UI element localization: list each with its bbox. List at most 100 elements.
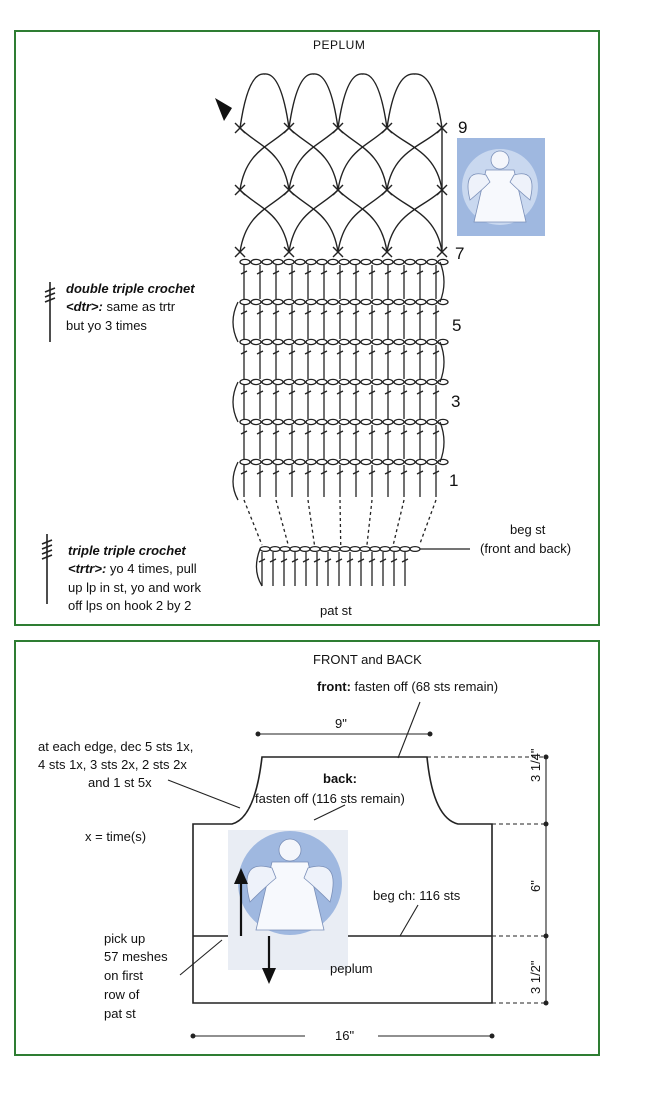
post-stitch-bar xyxy=(336,470,344,475)
trtr-definition-line-2: up lp in st, yo and work xyxy=(68,580,201,595)
chain-stitch xyxy=(404,378,416,386)
trtr-definition-line-3: off lps on hook 2 by 2 xyxy=(68,598,192,613)
post-stitch-bar xyxy=(400,390,408,395)
dashed-leader xyxy=(418,499,437,546)
top-arch xyxy=(337,73,388,129)
trtr-definition-line-1: <trtr>: yo 4 times, pull xyxy=(68,561,197,576)
chain-stitch xyxy=(360,418,372,426)
post-stitch-bar xyxy=(304,270,312,275)
stitch-symbol-icons xyxy=(41,282,56,604)
chain-stitch xyxy=(250,418,262,426)
chain-stitch xyxy=(239,418,251,426)
foundation-post-bar xyxy=(258,558,266,563)
cross-stitch-mark xyxy=(332,122,344,134)
width-top-label: 9" xyxy=(335,716,347,731)
chain-stitch xyxy=(327,258,339,266)
mesh-chain-arc xyxy=(337,127,388,191)
chain-stitch xyxy=(250,338,262,346)
post-stitch-bar xyxy=(256,470,264,475)
chain-stitch xyxy=(316,258,328,266)
post-stitch-bar xyxy=(384,270,392,275)
row-label-9: 9 xyxy=(458,118,468,137)
foundation-row xyxy=(255,545,421,587)
chain-stitch xyxy=(261,258,273,266)
dtr-symbol-icon-bar xyxy=(44,297,56,303)
cross-stitch-mark xyxy=(283,184,295,196)
foundation-post-bar xyxy=(302,558,310,563)
mesh-chain-arc xyxy=(337,127,388,191)
cross-stitch-mark xyxy=(283,246,295,258)
turning-chain xyxy=(439,261,445,303)
chain-stitch xyxy=(316,378,328,386)
chain-stitch xyxy=(305,458,317,466)
chain-stitch xyxy=(382,298,394,306)
post-stitch-bar xyxy=(288,270,296,275)
chain-stitch xyxy=(305,338,317,346)
post-stitch-bar xyxy=(320,390,328,395)
foundation-post-bar xyxy=(401,558,409,563)
chain-stitch xyxy=(426,258,438,266)
chain-stitch xyxy=(437,378,449,386)
dtr-symbol-icon-bar xyxy=(44,292,56,298)
post-stitch-bar xyxy=(352,430,360,435)
chain-stitch xyxy=(426,378,438,386)
chain-stitch xyxy=(404,338,416,346)
mesh-chain-arc xyxy=(239,127,290,191)
foundation-chain xyxy=(339,545,351,553)
chain-stitch xyxy=(393,418,405,426)
dashed-leader xyxy=(339,499,342,546)
dtr-definition-line-2: but yo 3 times xyxy=(66,318,147,333)
post-stitch-bar xyxy=(288,350,296,355)
foundation-chain xyxy=(319,545,331,553)
post-stitch-bar xyxy=(416,310,424,315)
chain-stitch xyxy=(371,418,383,426)
turning-chain xyxy=(439,341,445,383)
chain-stitch xyxy=(327,298,339,306)
post-stitch-bar xyxy=(304,350,312,355)
dtr-name: double triple crochet xyxy=(66,281,195,296)
chain-stitch xyxy=(283,258,295,266)
dtr-definition-line-1: <dtr>: same as trtr xyxy=(66,299,176,314)
trtr-name: triple triple crochet xyxy=(68,543,186,558)
chain-stitch xyxy=(349,338,361,346)
chain-stitch xyxy=(426,298,438,306)
chain-stitch xyxy=(360,338,372,346)
chain-stitch xyxy=(283,418,295,426)
chain-stitch xyxy=(327,378,339,386)
trtr-symbol-icon-bar xyxy=(41,549,53,555)
chain-stitch xyxy=(338,258,350,266)
stitch-rows xyxy=(232,258,449,546)
chain-stitch xyxy=(371,458,383,466)
post-stitch-bar xyxy=(272,390,280,395)
chain-stitch xyxy=(261,298,273,306)
chain-stitch xyxy=(437,418,449,426)
chain-stitch xyxy=(382,378,394,386)
start-marker-icon xyxy=(215,98,232,121)
cross-stitch-mark xyxy=(332,184,344,196)
post-stitch-bar xyxy=(368,270,376,275)
chain-stitch xyxy=(393,298,405,306)
post-stitch-bar xyxy=(416,390,424,395)
dashed-leader xyxy=(243,499,263,546)
post-stitch-bar xyxy=(272,470,280,475)
cross-stitch-mark xyxy=(332,246,344,258)
post-stitch-bar xyxy=(368,350,376,355)
post-stitch-bar xyxy=(320,350,328,355)
chain-stitch xyxy=(371,378,383,386)
dashed-leader xyxy=(307,499,316,546)
foundation-chain xyxy=(369,545,381,553)
post-stitch-bar xyxy=(336,430,344,435)
chain-stitch xyxy=(393,258,405,266)
chain-stitch xyxy=(283,458,295,466)
trtr-symbol-icon-bar xyxy=(41,554,53,560)
mesh-chain-arc xyxy=(239,127,290,191)
chain-stitch xyxy=(437,298,449,306)
mesh-chain-arc xyxy=(337,189,388,253)
turning-chain xyxy=(232,381,239,423)
post-stitch-bar xyxy=(272,430,280,435)
post-stitch-bar xyxy=(304,310,312,315)
mesh-chain-arc xyxy=(337,189,388,253)
chain-stitch xyxy=(327,338,339,346)
post-stitch-bar xyxy=(400,470,408,475)
chain-stitch xyxy=(437,258,449,266)
